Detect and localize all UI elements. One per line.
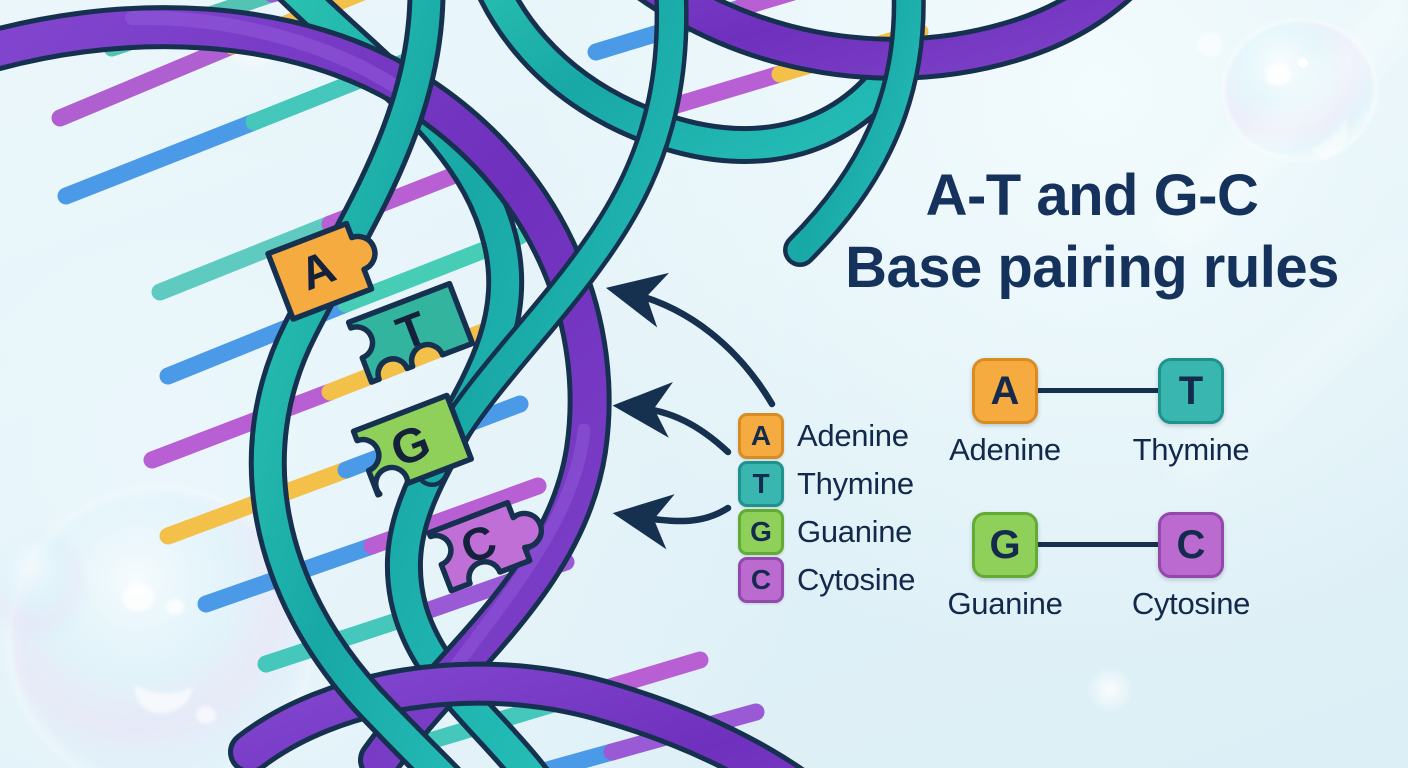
legend-badge-c: C [738,557,784,603]
legend-label-adenine: Adenine [797,418,909,453]
arrow-to-helix-1 [605,272,776,408]
list-item[interactable]: C Cytosine [738,556,916,604]
pair-caption-cytosine: Cytosine [1131,586,1251,621]
arrow-to-helix-2 [612,382,732,456]
page-title: A-T and G-C Base pairing rules [812,160,1372,304]
pair-caption-guanine: Guanine [947,586,1063,621]
legend-label-thymine: Thymine [797,466,914,501]
hydrogen-bond-gc [1034,542,1162,547]
legend-badge-a: A [738,413,784,459]
legend-label-guanine: Guanine [797,514,913,549]
helix-base-cytosine: C [426,499,545,594]
pair-tile-a: A [972,358,1038,424]
legend-badge-t: T [738,461,784,507]
pair-node-thymine[interactable]: T Thymine [1133,358,1250,467]
base-legend-list: A Adenine T Thymine G Guanine C Cytosine [738,412,916,604]
hydrogen-bond-at [1034,388,1162,393]
title-line-2: Base pairing rules [845,235,1339,300]
helix-base-adenine: A [265,220,378,322]
list-item[interactable]: T Thymine [738,460,915,508]
arrow-to-helix-3 [612,494,732,550]
list-item[interactable]: A Adenine [738,412,915,460]
title-line-1: A-T and G-C [925,163,1259,228]
pair-node-cytosine[interactable]: C Cytosine [1132,512,1250,621]
pair-caption-adenine: Adenine [949,432,1061,467]
pair-tile-c: C [1158,512,1224,578]
pair-tile-g: G [972,512,1038,578]
helix-base-guanine: G [350,392,475,498]
legend-badge-g: G [738,509,784,555]
helix-base-thymine: T [345,280,476,385]
pair-caption-thymine: Thymine [1132,432,1250,467]
legend-label-cytosine: Cytosine [797,562,916,597]
pair-tile-t: T [1158,358,1224,424]
pair-node-adenine[interactable]: A Adenine [949,358,1061,467]
list-item[interactable]: G Guanine [738,508,915,556]
pair-node-guanine[interactable]: G Guanine [947,512,1063,621]
